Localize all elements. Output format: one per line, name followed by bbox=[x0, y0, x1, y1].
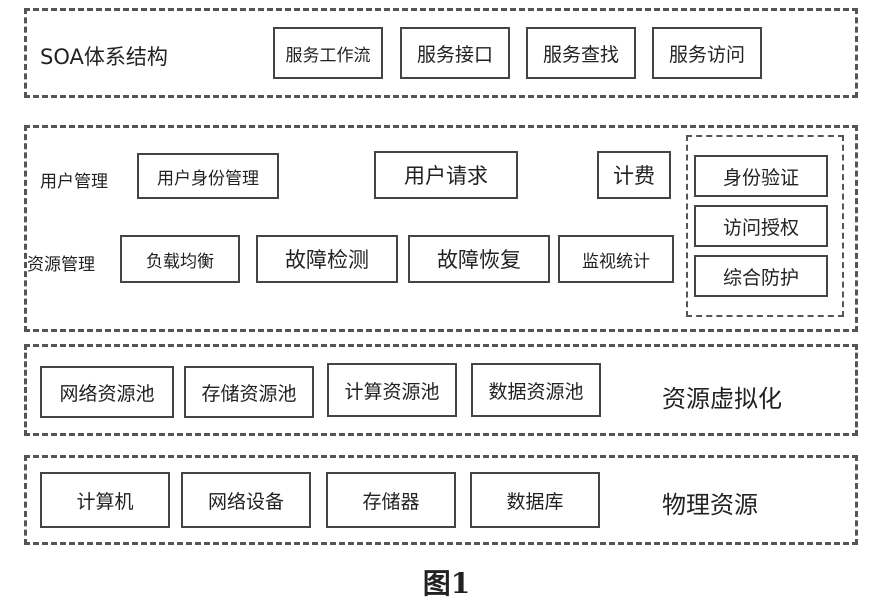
identity-verify-box: 身份验证 bbox=[694, 155, 828, 197]
storage-pool-box: 存储资源池 bbox=[184, 366, 314, 418]
load-balance-box: 负载均衡 bbox=[120, 235, 240, 283]
monitor-box: 监视统计 bbox=[558, 235, 674, 283]
figure-caption: 图1 bbox=[422, 567, 471, 600]
access-authorize-box: 访问授权 bbox=[694, 205, 828, 247]
network-device-box: 网络设备 bbox=[181, 472, 311, 528]
database-box: 数据库 bbox=[470, 472, 600, 528]
management-layer bbox=[24, 125, 858, 332]
storage-box: 存储器 bbox=[326, 472, 456, 528]
soa-layer bbox=[24, 8, 858, 98]
soa-title: SOA体系结构 bbox=[40, 45, 168, 69]
physical-title: 物理资源 bbox=[662, 491, 758, 519]
user-management-label: 用户管理 bbox=[40, 172, 108, 192]
virtualization-title: 资源虚拟化 bbox=[662, 385, 782, 413]
fault-recover-box: 故障恢复 bbox=[408, 235, 550, 283]
service-discovery-box: 服务查找 bbox=[526, 27, 636, 79]
virtualization-layer bbox=[24, 344, 858, 436]
service-interface-box: 服务接口 bbox=[400, 27, 510, 79]
billing-box: 计费 bbox=[597, 151, 671, 199]
network-pool-box: 网络资源池 bbox=[40, 366, 174, 418]
compute-pool-box: 计算资源池 bbox=[327, 363, 457, 417]
physical-layer bbox=[24, 455, 858, 545]
data-pool-box: 数据资源池 bbox=[471, 363, 601, 417]
integrated-protection-box: 综合防护 bbox=[694, 255, 828, 297]
user-request-box: 用户请求 bbox=[374, 151, 518, 199]
user-identity-box: 用户身份管理 bbox=[137, 153, 279, 199]
resource-management-label: 资源管理 bbox=[27, 255, 95, 275]
service-workflow-box: 服务工作流 bbox=[273, 27, 383, 79]
fault-detect-box: 故障检测 bbox=[256, 235, 398, 283]
service-access-box: 服务访问 bbox=[652, 27, 762, 79]
security-group bbox=[686, 135, 844, 317]
computer-box: 计算机 bbox=[40, 472, 170, 528]
